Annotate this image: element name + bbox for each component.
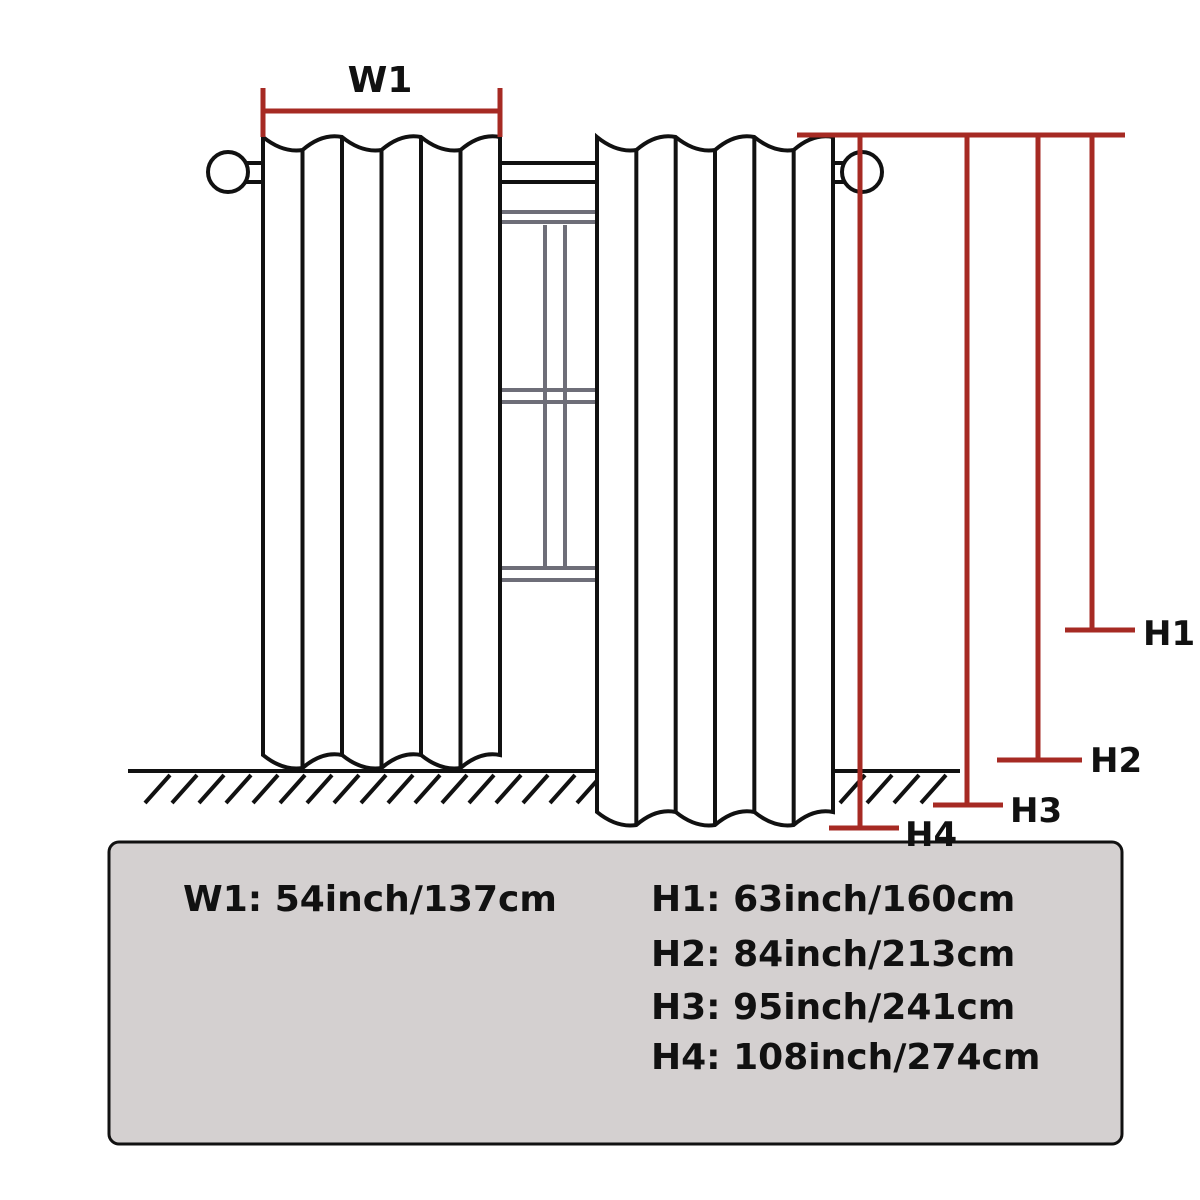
floor-hatch [413,773,442,805]
spec-panel [107,840,1124,1146]
floor-hatch [440,773,469,805]
spec-h2: H2: 84inch/213cm [651,934,1015,975]
floor-hatch [332,773,361,805]
left-finial [206,150,250,194]
floor-hatch [224,773,253,805]
floor-hatch [305,773,334,805]
floor [128,769,960,805]
floor-hatch [865,773,894,805]
floor-hatch [278,773,307,805]
floor-hatch [251,773,280,805]
spec-w1: W1: 54inch/137cm [183,879,557,920]
floor-hatch [467,773,496,805]
h1-label: H1 [1143,614,1195,654]
spec-h3: H3: 95inch/241cm [651,987,1015,1028]
window [500,210,597,582]
spec-h4: H4: 108inch/274cm [651,1037,1040,1078]
w1-label: W1 [348,60,413,101]
h2-label: H2 [1090,741,1142,781]
floor-hatch [197,773,226,805]
floor-hatch [359,773,388,805]
left-curtain-panel [261,132,502,771]
h4-label: H4 [905,815,957,855]
floor-hatch [170,773,199,805]
floor-hatch [548,773,577,805]
floor-hatch [386,773,415,805]
right-curtain-panel [595,132,835,828]
floor-hatch [892,773,921,805]
floor-hatch [494,773,523,805]
h3-label: H3 [1010,791,1062,831]
floor-hatch [521,773,550,805]
floor-hatch [143,773,172,805]
floor-hatch [919,773,948,805]
spec-h1: H1: 63inch/160cm [651,879,1015,920]
